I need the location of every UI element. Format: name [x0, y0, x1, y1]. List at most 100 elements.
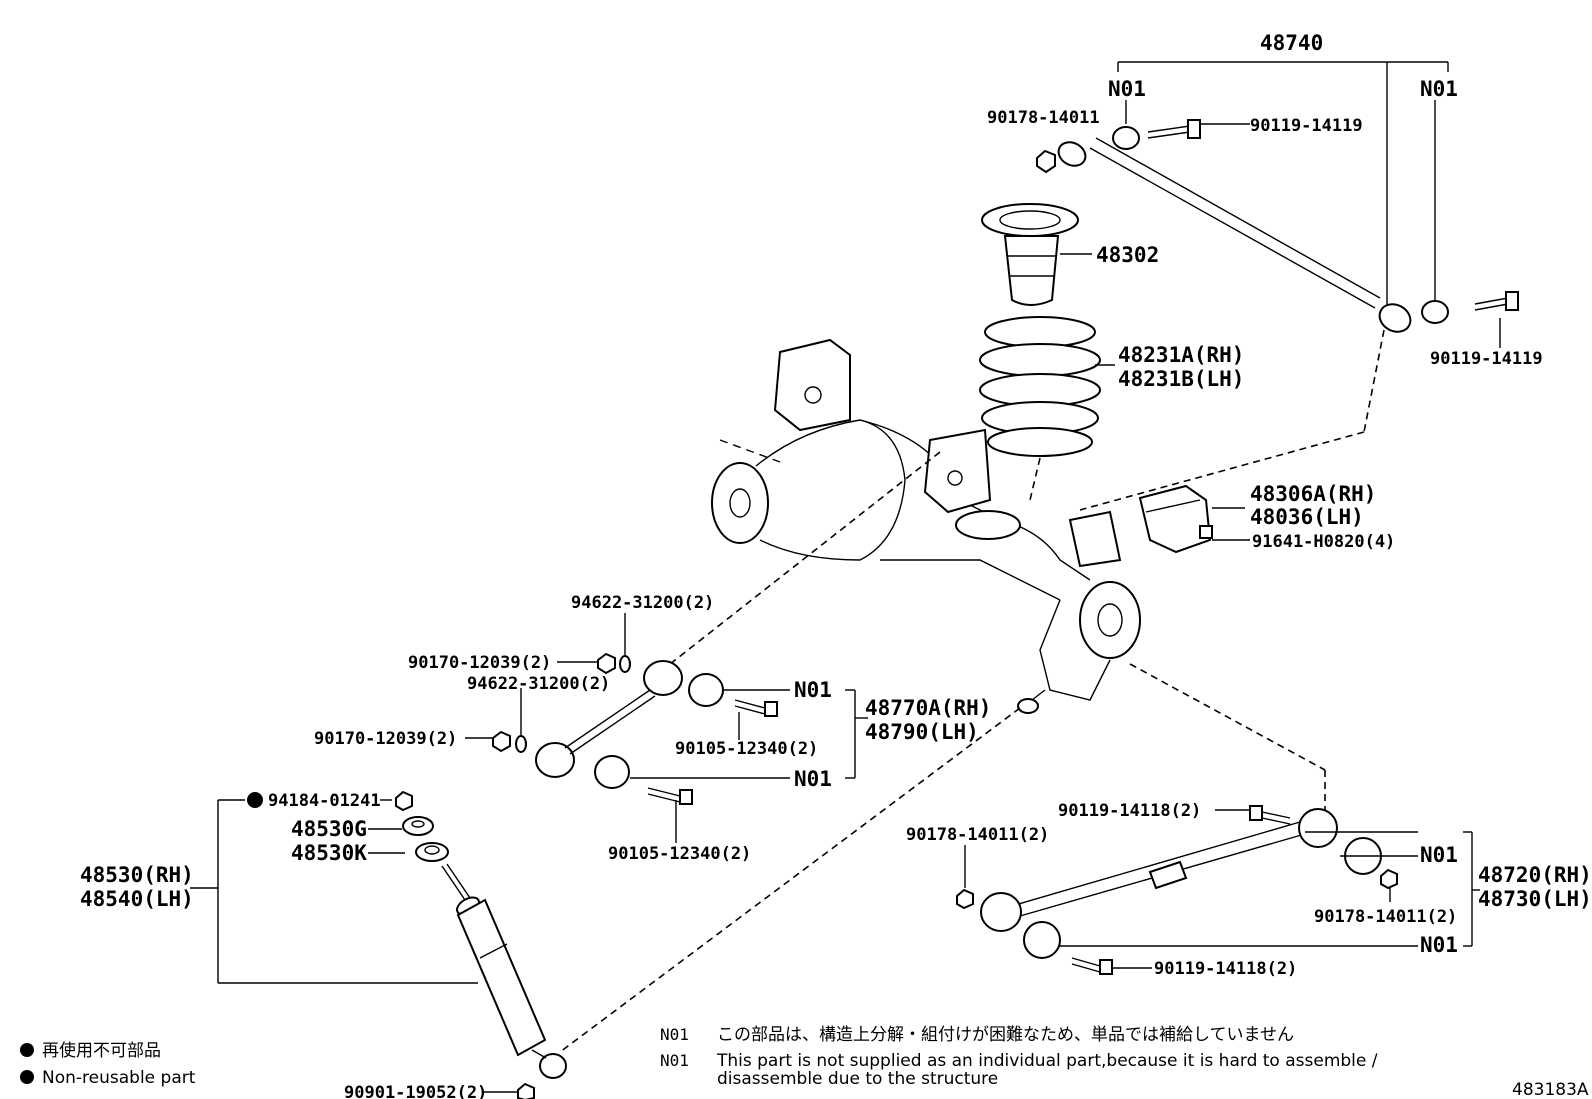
cushion-48530k-shape — [415, 842, 449, 862]
upper-arm-rear-bushing — [1378, 303, 1412, 333]
axle-spring-bracket — [1068, 510, 1122, 568]
axle-housing-group — [559, 338, 1326, 1053]
lower-arm-rear-bushing — [1298, 808, 1338, 848]
bolt-91641-shape — [1199, 525, 1213, 539]
label-90119-14118-top: 90119-14118(2) — [1058, 801, 1201, 821]
nut-90170-upper-shape — [597, 652, 616, 675]
shock-absorber-group — [190, 790, 567, 1099]
lateral-n01-bushing-bottom — [594, 755, 630, 789]
label-48790-lh: 48790(LH) — [865, 720, 979, 744]
label-n01-lower-bottom: N01 — [1420, 933, 1458, 957]
spring-seat — [955, 510, 1021, 540]
axle-upper-bracket-left — [773, 338, 851, 432]
bound-stopper-top — [981, 203, 1079, 237]
label-n01-lateral-bottom: N01 — [794, 767, 832, 791]
nut-90178-left-shape — [956, 888, 974, 910]
coil-spring-coil-1 — [984, 316, 1096, 348]
label-90901-19052: 90901-19052(2) — [344, 1083, 487, 1099]
bolt-90119-14118-top-shape — [1249, 805, 1263, 821]
nut-94184-shape — [395, 790, 413, 812]
label-90119-14119-right: 90119-14119 — [1430, 349, 1543, 369]
axle-flange-right — [1079, 581, 1141, 659]
shock-lower-eye — [539, 1053, 567, 1079]
label-94622-31200-mid: 94622-31200(2) — [467, 674, 610, 694]
label-90170-12039-top: 90170-12039(2) — [408, 653, 551, 673]
note-text-en-line2: disassemble due to the structure — [717, 1069, 998, 1089]
label-90178-14011-left: 90178-14011(2) — [906, 825, 1049, 845]
legend-bullet-en — [20, 1070, 34, 1084]
upper-arm-front-bushing — [1057, 141, 1087, 167]
label-48530k: 48530K — [291, 841, 367, 865]
label-48231b-lh: 48231B(LH) — [1118, 367, 1244, 391]
label-n01-lateral-top: N01 — [794, 678, 832, 702]
washer-94622-upper-shape — [619, 655, 631, 673]
bolt-90105-lower-shape — [679, 789, 693, 805]
label-94622-31200-top: 94622-31200(2) — [571, 593, 714, 613]
upper-arm-n01-bushing-right — [1421, 300, 1449, 324]
label-n01-lower-top: N01 — [1420, 843, 1458, 867]
bolt-head-90119-right — [1505, 291, 1519, 311]
label-48530-rh: 48530(RH) — [80, 863, 194, 887]
spring-group — [979, 203, 1115, 501]
label-48720-rh: 48720(RH) — [1478, 863, 1592, 887]
label-48540-lh: 48540(LH) — [80, 887, 194, 911]
label-48302: 48302 — [1096, 243, 1159, 267]
bolt-90105-upper-shape — [764, 701, 778, 717]
lower-arm-front-bushing — [980, 892, 1022, 932]
label-48770a-rh: 48770A(RH) — [865, 696, 991, 720]
lower-control-arm-group — [956, 805, 1480, 975]
legend-bullet-jp — [20, 1043, 34, 1057]
lateral-rod-group — [465, 613, 868, 843]
label-90105-12340-lower: 90105-12340(2) — [608, 844, 751, 864]
lateral-n01-bushing-top — [688, 673, 724, 707]
label-90105-12340-upper: 90105-12340(2) — [675, 739, 818, 759]
label-48036-lh: 48036(LH) — [1250, 505, 1364, 529]
label-48730-lh: 48730(LH) — [1478, 887, 1592, 911]
label-48231a-rh: 48231A(RH) — [1118, 343, 1244, 367]
label-48740: 48740 — [1260, 31, 1323, 55]
bound-stopper-body — [1003, 235, 1060, 306]
coil-spring-coil-5 — [987, 427, 1093, 457]
label-90178-14011-right: 90178-14011(2) — [1314, 907, 1457, 927]
label-48530g: 48530G — [291, 817, 367, 841]
nut-90178-right-shape — [1380, 868, 1398, 890]
note-text-jp: この部品は、構造上分解・組付けが困難なため、単品では補給していません — [717, 1025, 1294, 1045]
note-text-en-line1: This part is not supplied as an individu… — [716, 1051, 1378, 1071]
notes: N01 この部品は、構造上分解・組付けが困難なため、単品では補給していません N… — [660, 1025, 1378, 1089]
label-90119-14118-bottom: 90119-14118(2) — [1154, 959, 1297, 979]
lower-n01-bushing-bottom — [1023, 921, 1061, 959]
axle-flange-left — [711, 462, 769, 544]
spring-bumper-group — [1138, 484, 1250, 554]
cushion-48530g-shape — [402, 816, 434, 836]
coil-spring-coil-2 — [979, 343, 1101, 377]
nut-90901-shape — [517, 1082, 535, 1099]
legend: 再使用不可部品 Non-reusable part — [20, 1040, 196, 1088]
figure-id: 483183A — [1512, 1080, 1589, 1099]
label-n01-upper-left: N01 — [1108, 77, 1146, 101]
label-91641-h0820: 91641-H0820(4) — [1252, 532, 1395, 552]
label-n01-upper-right: N01 — [1420, 77, 1458, 101]
upper-control-arm-group — [1036, 61, 1519, 511]
bolt-head-90119-top — [1187, 119, 1201, 139]
nut-90178-14011-shape — [1036, 149, 1056, 174]
lateral-rod-lower-bushing — [535, 742, 575, 778]
shock-body — [456, 898, 547, 1057]
label-90178-14011: 90178-14011 — [987, 108, 1100, 128]
label-94184-01241: 94184-01241 — [268, 791, 381, 811]
non-reusable-marker — [247, 792, 263, 808]
label-90119-14119-top: 90119-14119 — [1250, 116, 1363, 136]
note-code-jp: N01 — [660, 1025, 689, 1044]
shock-lower-stud — [1017, 698, 1039, 714]
spring-bumper-bracket — [1138, 484, 1212, 554]
nut-90170-lower-shape — [492, 730, 511, 753]
bolt-90119-14118-bottom-shape — [1099, 959, 1113, 975]
legend-jp-text: 再使用不可部品 — [42, 1040, 161, 1061]
label-90170-12039-low: 90170-12039(2) — [314, 729, 457, 749]
upper-arm-n01-bushing-left — [1112, 126, 1140, 150]
washer-94622-lower-shape — [515, 735, 527, 753]
legend-en-text: Non-reusable part — [42, 1068, 196, 1088]
note-code-en: N01 — [660, 1051, 689, 1070]
label-48306a-rh: 48306A(RH) — [1250, 482, 1376, 506]
lateral-rod-upper-bushing — [643, 660, 683, 696]
